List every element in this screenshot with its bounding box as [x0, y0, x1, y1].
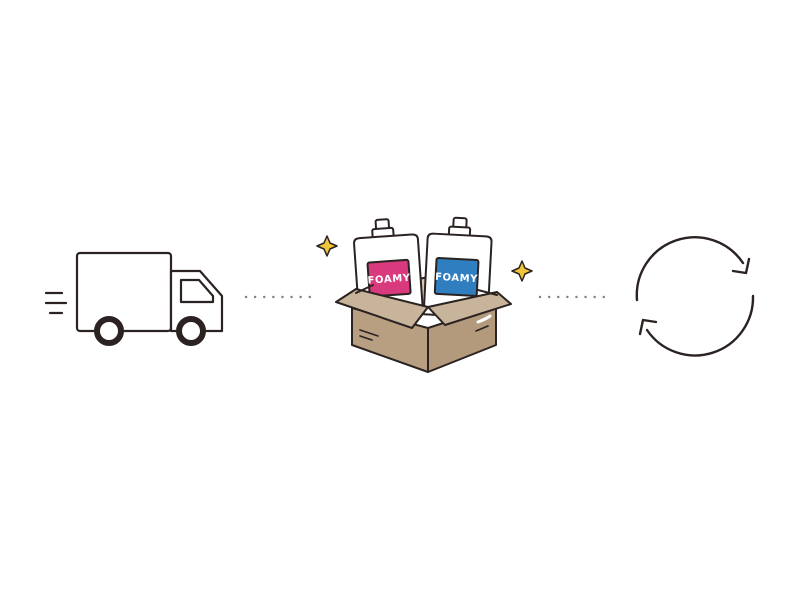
truck-rear-wheel: [94, 316, 124, 346]
pouch-blue-label: [433, 256, 480, 297]
truck-front-wheel: [176, 316, 206, 346]
pouch-pink-brand: FOAMY: [367, 273, 411, 287]
open-box-icon: FOAMY FOAMY: [335, 216, 512, 373]
box-flap-right: [427, 291, 512, 326]
box-details: [359, 325, 489, 341]
delivery-truck-icon: [44, 251, 224, 346]
refresh-arrowhead-lower: [638, 318, 658, 336]
refresh-arc-lower: [645, 294, 755, 357]
truck-cargo: [75, 251, 173, 333]
box-flap-back-left: [355, 284, 374, 294]
sparkle-right-icon: [511, 260, 533, 282]
refresh-arc-upper: [635, 236, 745, 302]
truck-window: [179, 278, 215, 304]
pouch-pink-label: [366, 258, 412, 298]
box-shine: [476, 314, 492, 324]
refresh-arrowhead-upper: [731, 257, 751, 275]
speed-lines: [44, 291, 68, 315]
refresh-cycle-icon: [635, 236, 755, 357]
sparkle-left-icon: [316, 235, 338, 257]
pouch-blue-brand: FOAMY: [435, 272, 479, 285]
box-flap-back-right: [477, 289, 498, 296]
